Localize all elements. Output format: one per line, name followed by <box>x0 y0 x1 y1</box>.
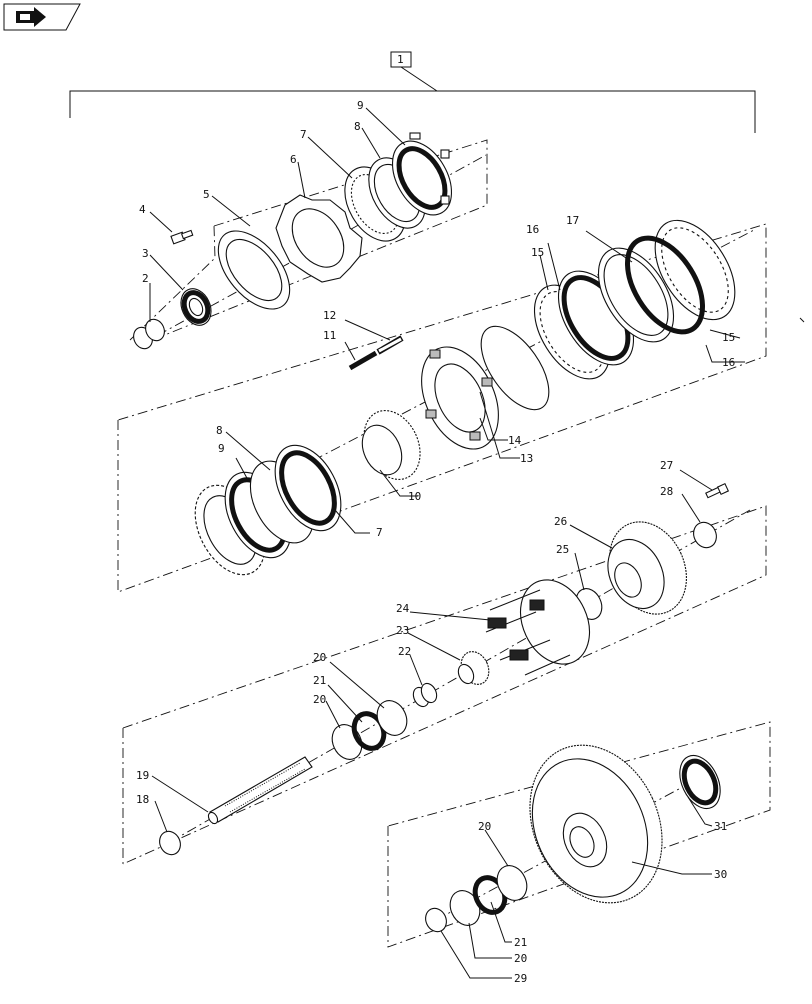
callout-30: 30 <box>714 868 727 881</box>
bolt-27 <box>705 482 730 499</box>
piston-plate-6 <box>275 194 363 283</box>
callout-19: 19 <box>136 769 149 782</box>
callout-26: 26 <box>554 515 567 528</box>
pin-11 <box>348 350 378 371</box>
washer-stack-20-21 <box>331 700 408 760</box>
nav-button[interactable] <box>3 3 81 31</box>
washer-stack-20-21-29 <box>425 865 528 933</box>
callout-20a: 20 <box>313 651 326 664</box>
callout-5: 5 <box>203 188 210 201</box>
callout-9a: 9 <box>357 99 364 112</box>
callout-2: 2 <box>142 272 149 285</box>
assembly-bracket: 1 <box>69 51 756 133</box>
callout-21b: 21 <box>514 936 527 949</box>
assembly-label: 1 <box>397 53 404 66</box>
callout-8a: 8 <box>354 120 361 133</box>
callout-6: 6 <box>290 153 297 166</box>
callout-29: 29 <box>514 972 527 985</box>
housing-13 <box>421 346 499 450</box>
spline-hub-23 <box>457 651 490 685</box>
callout-16a: 16 <box>526 223 539 236</box>
callout-22: 22 <box>398 645 411 658</box>
disc-15-16-rear <box>624 219 736 335</box>
arrow-right-icon <box>16 7 46 27</box>
callout-9b: 9 <box>218 442 225 455</box>
snap-ring-22 <box>412 682 438 708</box>
leader-lines <box>149 107 745 979</box>
callout-13: 13 <box>520 452 533 465</box>
seal-3 <box>180 288 212 326</box>
plate-5 <box>217 230 291 310</box>
callout-18: 18 <box>136 793 149 806</box>
callout-7a: 7 <box>300 128 307 141</box>
callout-14: 14 <box>508 434 522 447</box>
callout-20d: 20 <box>514 952 527 965</box>
bearing-31 <box>679 754 721 810</box>
drum-24 <box>485 579 591 676</box>
mark <box>799 317 805 323</box>
gear-26 <box>607 521 687 615</box>
callout-24: 24 <box>396 602 410 615</box>
ring-18 <box>159 830 181 856</box>
callout-25: 25 <box>556 543 569 556</box>
callout-7b: 7 <box>376 526 383 539</box>
callout-21a: 21 <box>313 674 326 687</box>
callout-17: 17 <box>566 214 579 227</box>
callout-15a: 15 <box>531 246 544 259</box>
callout-11: 11 <box>323 329 336 342</box>
callout-12: 12 <box>323 309 336 322</box>
callout-10: 10 <box>408 490 421 503</box>
group-boundary-middle <box>117 223 767 593</box>
callout-8b: 8 <box>216 424 223 437</box>
shaft-19 <box>207 756 313 825</box>
callout-23: 23 <box>396 624 409 637</box>
callout-28: 28 <box>660 485 673 498</box>
callout-16b: 16 <box>722 356 735 369</box>
group-boundary-shaft <box>122 505 767 865</box>
bolt-4 <box>170 229 194 245</box>
washer-28 <box>693 521 717 549</box>
clutch-disc-pack <box>194 444 342 576</box>
hub-gear-10 <box>361 410 421 480</box>
callout-3: 3 <box>142 247 149 260</box>
pin-12 <box>376 335 404 355</box>
callout-27: 27 <box>660 459 673 472</box>
large-gear-30 <box>529 744 663 904</box>
callout-15b: 15 <box>722 331 735 344</box>
callout-20b: 20 <box>313 693 326 706</box>
disc-9 <box>391 132 453 216</box>
group-boundary-gear <box>387 721 771 948</box>
callout-4: 4 <box>139 203 146 216</box>
callout-20c: 20 <box>478 820 491 833</box>
callout-31: 31 <box>714 820 727 833</box>
o-ring-14 <box>480 325 550 411</box>
o-ring-2 <box>133 318 165 350</box>
